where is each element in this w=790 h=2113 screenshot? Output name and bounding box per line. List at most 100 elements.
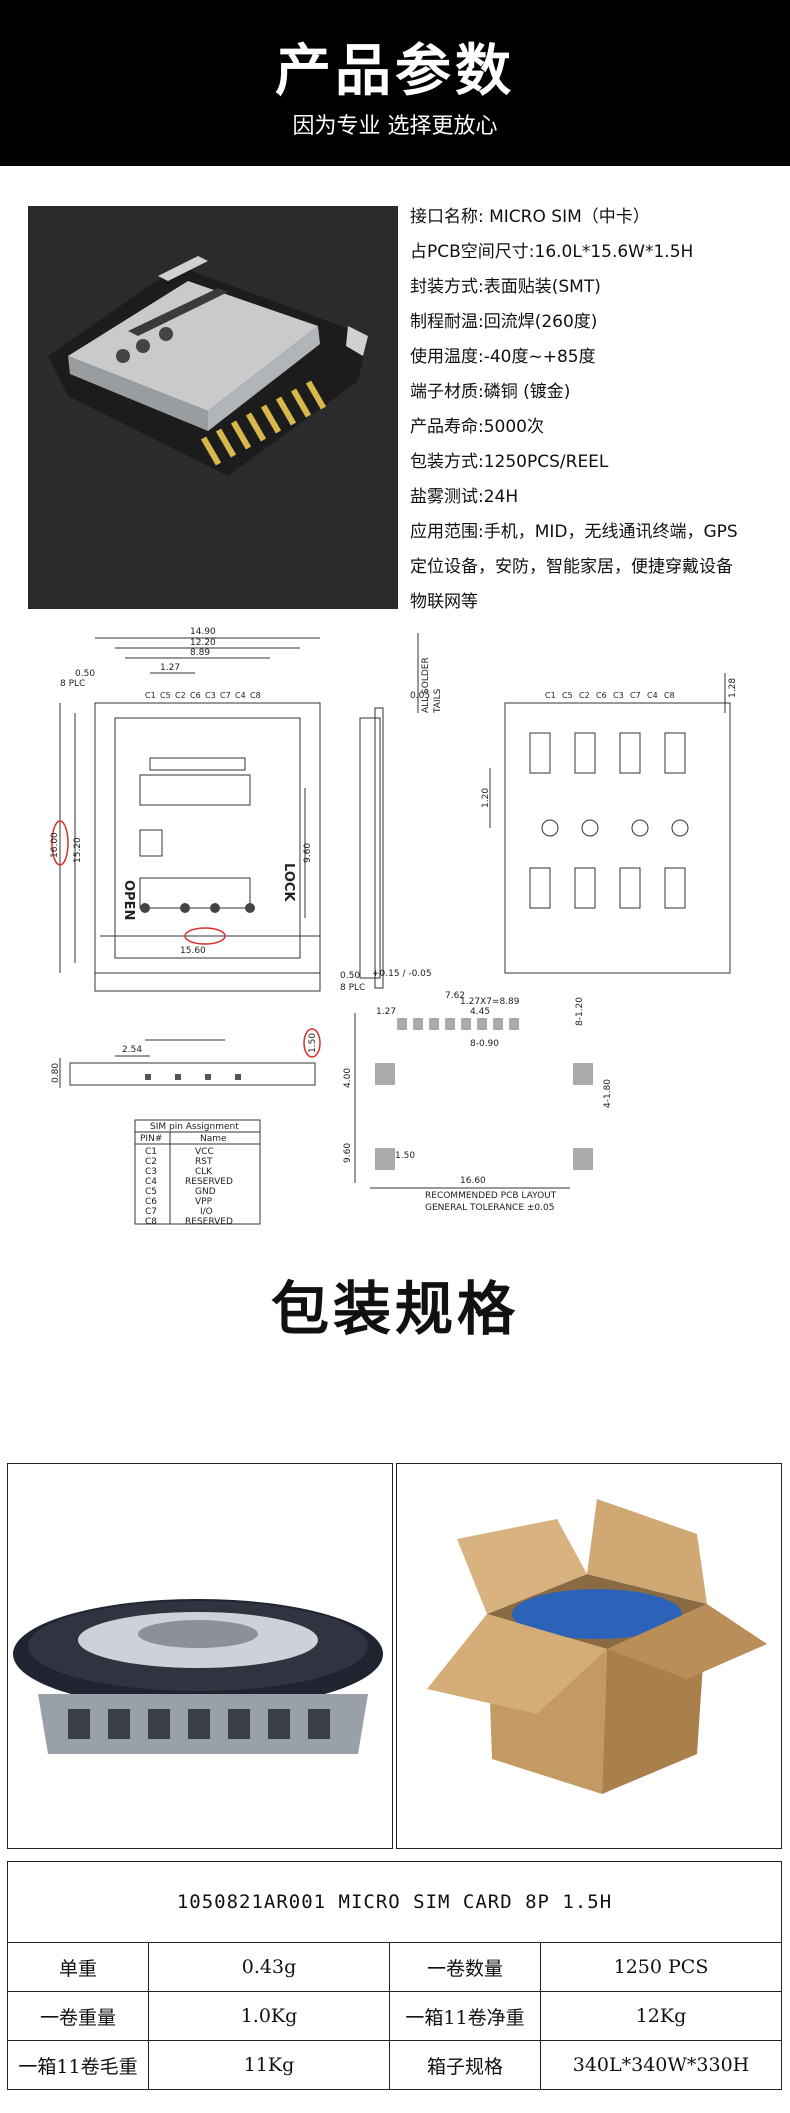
spec-line: 端子材质:磷铜 (镀金)	[410, 382, 571, 402]
dim-label: 0.50	[75, 669, 95, 679]
pin-label: C3	[613, 691, 624, 700]
pin-label: C4	[235, 691, 246, 700]
dim-label: 4.45	[470, 1007, 490, 1017]
pin-table-cell: C4	[145, 1177, 157, 1187]
pin-label: C7	[220, 691, 231, 700]
dim-label: 1.27X7=8.89	[460, 997, 520, 1007]
pin-table-cell: GND	[195, 1187, 216, 1197]
dim-label: 0.05	[410, 691, 430, 701]
pin-table-cell: CLK	[195, 1167, 213, 1177]
pin-label: C2	[579, 691, 590, 700]
table-cell: 单重	[7, 1942, 149, 1992]
table-row: 一箱11卷毛重 11Kg 箱子规格 340L*340W*330H	[7, 2040, 782, 2090]
reel-photo	[7, 1463, 393, 1849]
top-view-outline	[94, 702, 321, 974]
dim-label: 16.00	[50, 832, 60, 858]
pin-label: C5	[160, 691, 171, 700]
dim-label: 8 PLC	[60, 679, 85, 689]
pin-table-cell: C3	[145, 1167, 157, 1177]
dim-label: 1.50	[395, 1151, 415, 1161]
spec-line: 盐雾测试:24H	[410, 487, 519, 507]
spec-line: 物联网等	[410, 592, 478, 612]
pin-table-title: SIM pin Assignment	[150, 1122, 239, 1132]
table-cell: 340L*340W*330H	[540, 2040, 782, 2090]
pin-label: C5	[562, 691, 573, 700]
packaging-title: 包装规格	[270, 1275, 519, 1343]
dim-label: TAILS	[433, 688, 443, 714]
front-view-outline	[69, 1062, 316, 1086]
dim-label: 0.50	[340, 971, 360, 981]
dim-label: 1.28	[728, 678, 738, 698]
spec-line: 产品寿命:5000次	[410, 417, 544, 437]
open-label: OPEN	[121, 880, 136, 920]
carton-illustration	[427, 1499, 767, 1794]
pin-table-cell: VCC	[195, 1147, 214, 1157]
dim-label: 1.27	[160, 663, 180, 673]
pin-label: C8	[250, 691, 261, 700]
pin-label: C3	[205, 691, 216, 700]
pin-table-cell: C1	[145, 1147, 157, 1157]
pin-table-cell: C6	[145, 1197, 157, 1207]
spec-line: 制程耐温:回流焊(260度)	[410, 312, 598, 332]
pin-label: C6	[190, 691, 201, 700]
table-cell: 一卷重量	[7, 1991, 149, 2041]
pin-table-cell: RST	[195, 1157, 213, 1167]
pin-table-cell: C2	[145, 1157, 157, 1167]
spec-line: 应用范围:手机，MID，无线通讯终端，GPS	[410, 522, 738, 542]
dim-label: 8-1.20	[575, 997, 585, 1026]
dim-label: 8-0.90	[470, 1039, 499, 1049]
pin-label: C2	[175, 691, 186, 700]
pin-table-cell: C7	[145, 1207, 157, 1217]
spec-line: 封装方式:表面贴装(SMT)	[410, 277, 601, 297]
dim-label: 1.20	[481, 788, 491, 808]
dim-label: 7.62	[445, 991, 465, 1001]
pin-table-cell: RESERVED	[185, 1217, 233, 1227]
table-cell: 一卷数量	[389, 1942, 541, 1992]
dim-label: 8.89	[190, 648, 210, 658]
pin-table-header: Name	[200, 1134, 227, 1144]
header-banner	[0, 0, 790, 166]
table-cell: 12Kg	[540, 1991, 782, 2041]
dim-label: 1.50	[308, 1033, 318, 1053]
spec-list: 接口名称: MICRO SIM（中卡） 占PCB空间尺寸:16.0L*15.6W…	[410, 200, 790, 620]
sim-connector-illustration	[28, 206, 398, 609]
dim-label: 4-1.80	[603, 1079, 613, 1108]
side-view-outline	[359, 717, 381, 979]
spec-line: 占PCB空间尺寸:16.0L*15.6W*1.5H	[410, 242, 694, 262]
table-row: 一卷重量 1.0Kg 一箱11卷净重 12Kg	[7, 1991, 782, 2041]
pin-table-cell: C8	[145, 1217, 157, 1227]
pin-label: C1	[145, 691, 156, 700]
tolerance-note: GENERAL TOLERANCE ±0.05	[425, 1203, 554, 1213]
reel-illustration	[13, 1599, 383, 1754]
dim-label: 0.80	[51, 1063, 61, 1083]
spec-line: 定位设备，安防，智能家居，便捷穿戴设备	[410, 557, 733, 577]
pin-table-cell: VPP	[195, 1197, 213, 1207]
pin-assignment-table: SIM pin Assignment PIN# Name C1 VCC C2 R…	[134, 1119, 261, 1227]
dim-label: 8 PLC	[340, 983, 365, 993]
pin-label: C8	[664, 691, 675, 700]
table-cell: 一箱11卷毛重	[7, 2040, 149, 2090]
product-photo	[28, 206, 398, 609]
table-cell: 一箱11卷净重	[389, 1991, 541, 2041]
pin-label: C1	[545, 691, 556, 700]
mark-16	[51, 820, 69, 866]
pin-label: C4	[647, 691, 658, 700]
table-cell: 11Kg	[148, 2040, 390, 2090]
pin-table-cell: I/O	[200, 1207, 213, 1217]
page-title: 产品参数	[275, 39, 515, 104]
dim-label: +0.15 / -0.05	[372, 969, 432, 979]
mark-150	[303, 1028, 321, 1058]
mark-1560	[184, 927, 226, 945]
pin-table-cell: C5	[145, 1187, 157, 1197]
dim-label: 12.20	[190, 638, 216, 648]
dim-label: 14.90	[190, 627, 216, 637]
dim-label: 15.20	[73, 837, 83, 863]
bottom-view-outline	[504, 702, 731, 974]
dim-label: 9.60	[303, 843, 313, 863]
table-cell: 箱子规格	[389, 2040, 541, 2090]
dim-label: 16.60	[460, 1176, 486, 1186]
dim-label: 15.60	[180, 946, 206, 956]
pin-table-header: PIN#	[140, 1134, 162, 1144]
table-cell: 1.0Kg	[148, 1991, 390, 2041]
technical-drawing: 14.90 12.20 8.89 1.27 0.50 8 PLC 15.60 0…	[50, 627, 738, 1227]
